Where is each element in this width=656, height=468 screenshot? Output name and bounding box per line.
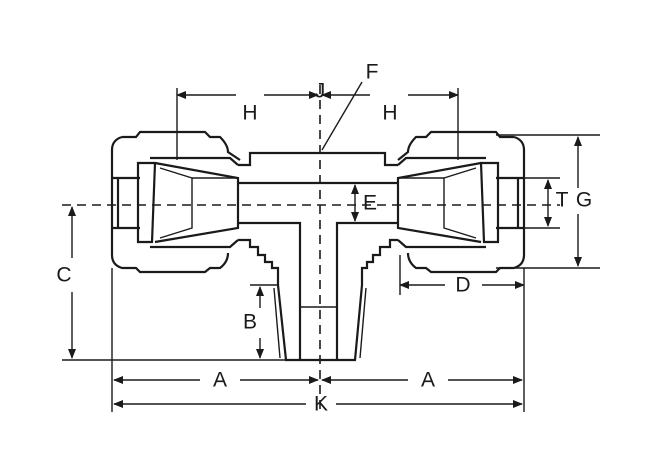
label-a-right: A	[421, 369, 435, 392]
label-g: G	[576, 189, 592, 212]
label-e: E	[363, 192, 377, 215]
left-nut	[110, 130, 241, 274]
label-j: J	[315, 80, 326, 103]
tee-body	[238, 151, 398, 362]
dimension-lines	[68, 81, 582, 408]
label-c: C	[56, 264, 71, 287]
label-t: T	[556, 189, 569, 212]
label-h-right: H	[382, 102, 397, 125]
label-k: K	[314, 393, 328, 416]
right-nut	[396, 130, 526, 274]
label-f: F	[366, 61, 379, 84]
label-h-left: H	[242, 102, 257, 125]
label-a-left: A	[213, 369, 227, 392]
extension-lines	[62, 88, 600, 412]
label-d: D	[455, 274, 470, 297]
label-b: B	[243, 311, 257, 334]
